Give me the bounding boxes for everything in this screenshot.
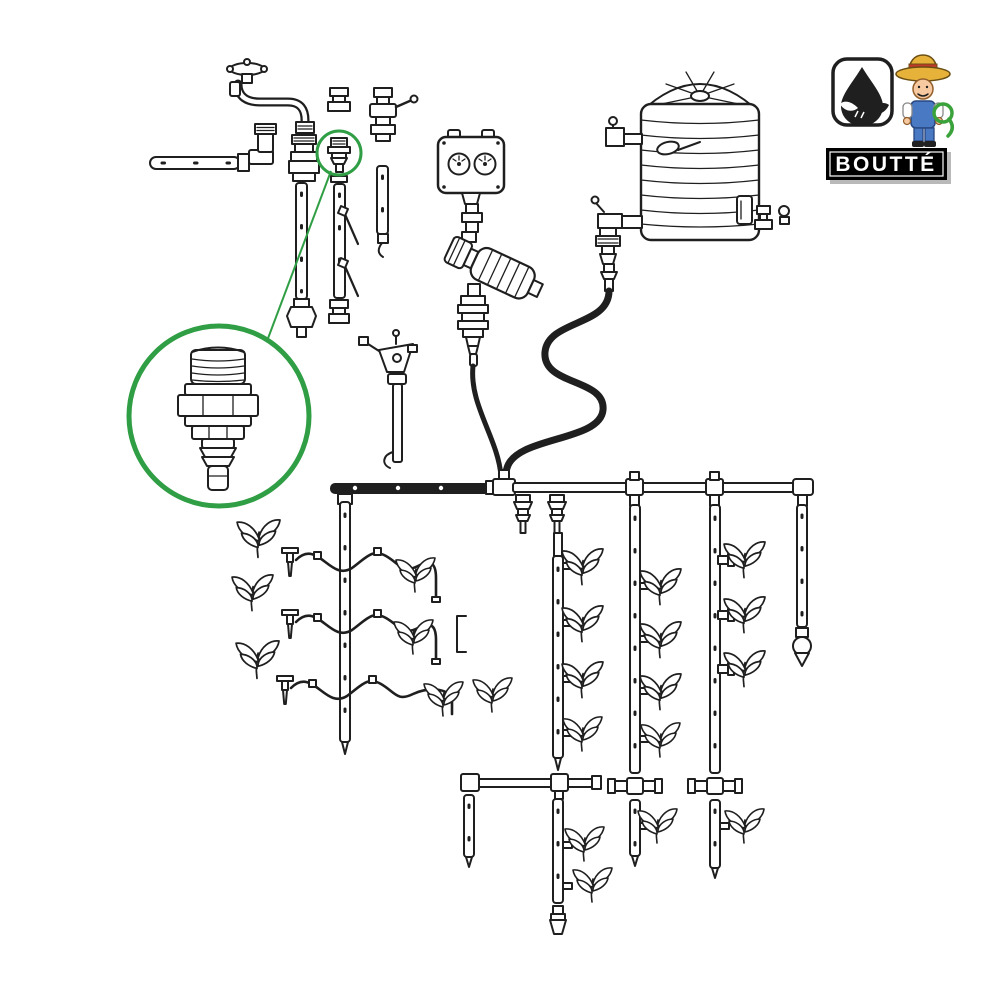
spike-micro-sprinkler [276,675,294,705]
inline-filter [443,235,544,300]
brand-name-plate: BOUTTÉ [826,148,951,184]
hose-coil [932,102,954,124]
hose-barb-connector [327,137,351,173]
elbow-fitting [248,123,277,165]
dripper-drop-tube [553,532,563,557]
drip-lateral-3 [607,504,663,867]
plant-cluster [639,568,682,606]
micro-fitting-column [327,87,360,324]
drop-leaf-right [868,103,889,115]
impact-sprinkler-on-riser [358,329,418,469]
plant-cluster [639,621,682,659]
tank-supply-hose [500,287,613,486]
lower-cross-tee [687,777,743,795]
hose-barb-connector-enlarged [177,346,259,491]
filter-hose-adapter [457,295,489,367]
plant-cluster [395,557,436,593]
tap-thread-adapter-stack [288,134,320,182]
tank-float [656,140,701,156]
plant-cluster [561,661,604,699]
plant-cluster [724,808,765,844]
end-elbow [792,478,814,496]
hanging-dripper [547,494,567,534]
drip-lateral-5 [792,504,812,667]
hose-stake [456,615,467,653]
plant-cluster [723,596,766,634]
plant-cluster [472,677,513,713]
tank-body-ribs [640,119,760,228]
plant-cluster [723,541,766,579]
plant-cluster [561,605,604,643]
drop-leaf-left [840,101,858,111]
plant-cluster [637,808,678,844]
shutoff-valve-fitting [369,87,419,258]
tee-connector [492,478,516,496]
tap-outlet-thread [295,121,315,134]
callout-source-ring [315,129,363,177]
hex-nozzle [286,306,317,328]
drip-lateral-1 [337,493,353,755]
end-nozzle [549,905,567,935]
irrigation-timer [436,129,506,243]
plant-cluster [639,673,682,711]
plant-cluster [640,722,681,758]
perforated-riser-pipe-1 [286,182,317,338]
plant-cluster [562,716,603,752]
plant-cluster [236,519,281,559]
gardener-mascot [895,54,954,147]
lower-cross-tee [607,777,663,795]
supply-hose [470,363,504,479]
hanging-dripper [513,494,533,534]
drip-lateral-4 [687,504,743,879]
barb-connector-detail-callout [126,129,363,509]
plant-cluster [423,681,464,717]
main-distribution-pipe [330,469,814,507]
brand-drop-logo [831,57,894,127]
tank-hatch [736,195,753,225]
water-storage-tank [605,71,790,242]
mist-nozzle [792,627,812,667]
tank-side-fittings [754,205,790,230]
plant-cluster [564,826,605,862]
overalls [910,100,936,129]
plant-cluster [561,548,604,586]
tee-connector [705,478,724,496]
garden-tap [226,58,315,134]
spike-micro-sprinkler [281,547,299,577]
tank-outlet-valve [590,195,643,292]
tee-connector [625,478,644,496]
plant-cluster [723,650,766,688]
drip-lateral-2 [552,555,574,771]
plant-cluster [231,574,274,612]
tank-inlet-fitting [605,116,643,147]
side-connection-pipe [149,123,277,172]
plant-cluster [572,867,613,903]
plant-cluster [393,619,434,655]
plant-cluster [235,640,280,680]
lower-manifold [460,773,602,935]
plants [231,519,766,903]
brand-name: BOUTTÉ [835,153,936,176]
spike-micro-sprinkler [281,609,299,639]
